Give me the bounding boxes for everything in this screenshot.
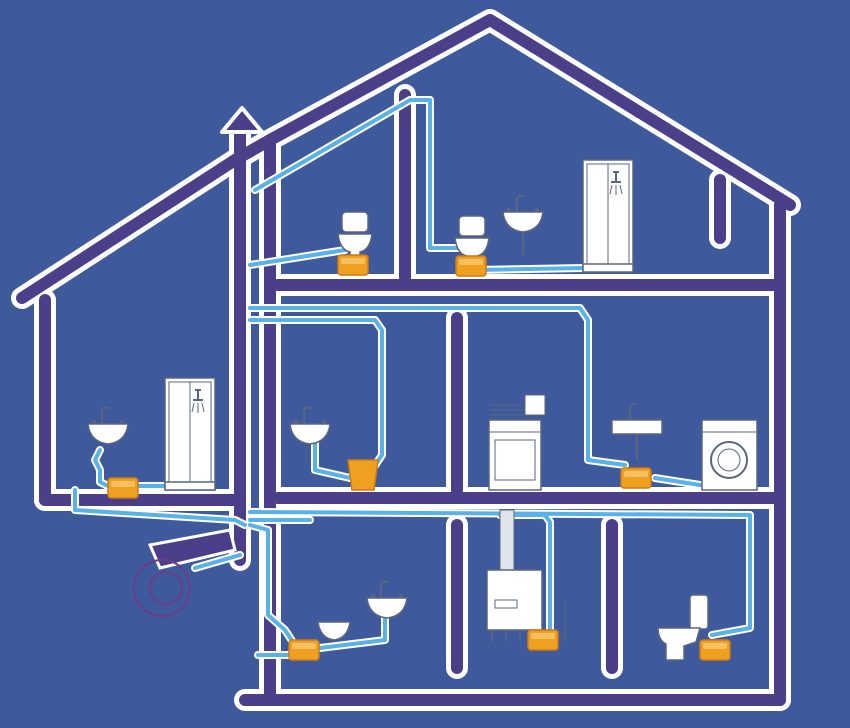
- stove-icon: [488, 394, 546, 491]
- sink-icon: [87, 406, 129, 445]
- sink-icon: [502, 194, 544, 255]
- shower-icon: [582, 159, 634, 273]
- sink-icon: [611, 402, 663, 460]
- boiler-icon: [486, 509, 566, 642]
- sink-icon: [366, 580, 408, 619]
- washing-machine-icon: [701, 419, 758, 491]
- sewer-outlet: [133, 528, 237, 617]
- macerator-pump-icon: [527, 629, 559, 651]
- toilet-icon: [657, 594, 709, 661]
- macerator-pump-icon: [337, 254, 369, 276]
- macerator-pump-icon: [347, 459, 379, 491]
- sink-icon: [289, 406, 331, 445]
- macerator-pump-icon: [107, 477, 139, 499]
- macerator-pump-icon: [699, 639, 731, 661]
- drain-pipes: [71, 96, 754, 659]
- macerator-pump-icon: [288, 639, 320, 661]
- macerator-pump-icon: [455, 255, 487, 277]
- macerator-pump-icon: [620, 467, 652, 489]
- house-walls: [11, 9, 801, 711]
- urinal-icon: [317, 621, 351, 641]
- shower-icon: [164, 377, 216, 491]
